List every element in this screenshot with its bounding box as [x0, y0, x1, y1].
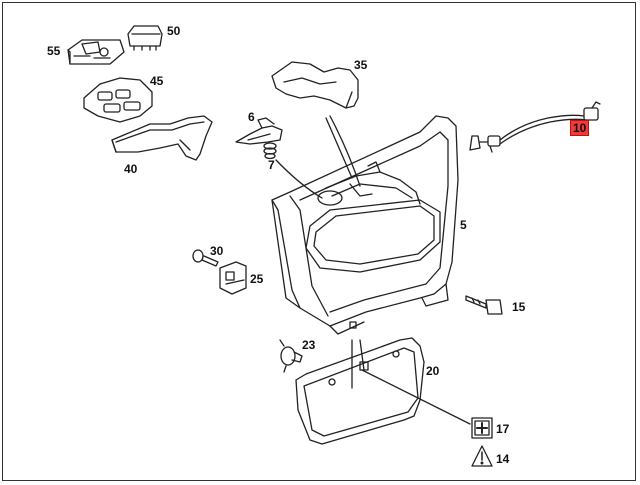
label-7: 7: [268, 158, 275, 172]
guide-line-6: [275, 159, 323, 199]
label-20: 20: [426, 364, 440, 378]
part-23-fastener[interactable]: [279, 339, 303, 373]
label-17: 17: [496, 422, 510, 436]
part-14-warning-label[interactable]: [471, 445, 493, 467]
label-25: 25: [250, 272, 264, 286]
part-50-cap[interactable]: [127, 25, 163, 51]
part-55-switch-block[interactable]: [67, 39, 125, 65]
part-6-handle-bracket[interactable]: [235, 117, 283, 145]
label-35: 35: [354, 58, 368, 72]
part-7-fasteners[interactable]: [263, 142, 277, 160]
label-45: 45: [150, 74, 164, 88]
label-5: 5: [460, 218, 467, 232]
part-30-screw[interactable]: [192, 249, 219, 267]
part-5-door-panel[interactable]: [271, 115, 459, 335]
part-25-clip[interactable]: [219, 261, 247, 295]
part-10-wiring[interactable]: [469, 101, 601, 153]
part-20-lower-panel[interactable]: [295, 337, 471, 445]
label-15: 15: [512, 300, 526, 314]
part-15-bolt[interactable]: [465, 295, 503, 315]
part-40-armrest[interactable]: [111, 115, 213, 161]
label-55: 55: [47, 44, 61, 58]
part-35-upper-trim[interactable]: [271, 61, 359, 109]
label-50: 50: [167, 24, 181, 38]
label-40: 40: [124, 162, 138, 176]
guide-line-35b: [329, 115, 361, 187]
guide-line-35: [325, 117, 353, 179]
label-10-highlighted: 10: [570, 120, 590, 136]
label-6: 6: [248, 110, 255, 124]
label-30: 30: [210, 244, 224, 258]
label-23: 23: [302, 338, 316, 352]
part-17-symbol[interactable]: [471, 417, 493, 439]
part-45-switch-panel[interactable]: [83, 77, 153, 123]
label-14: 14: [496, 452, 510, 466]
